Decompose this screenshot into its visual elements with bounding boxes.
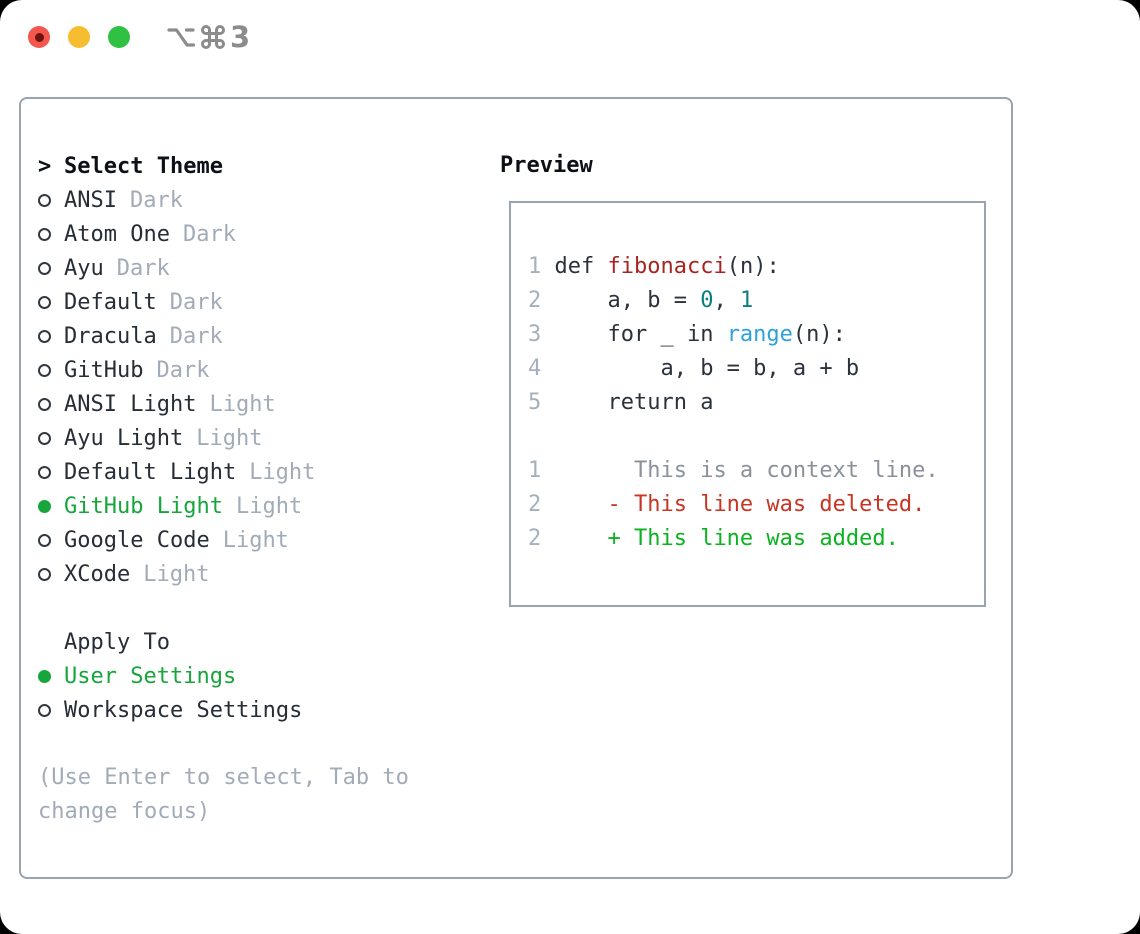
theme-option-default[interactable]: Default Dark — [38, 285, 483, 319]
theme-label: XCode — [64, 561, 131, 587]
hint-line: change focus) — [38, 799, 211, 824]
preview-pane: 1 def fibonacci(n): 2 a, b = 0, 1 3 for _ … — [509, 201, 986, 607]
theme-option-atom-one[interactable]: Atom One Dark — [38, 217, 483, 251]
radio-icon — [38, 295, 51, 309]
theme-label: ANSI — [64, 187, 117, 213]
radio-icon — [38, 567, 51, 581]
apply-option-label: User Settings — [64, 663, 237, 689]
code-line: 2 + This line was added. — [528, 526, 899, 551]
command-key-icon — [199, 23, 227, 51]
theme-variant-tag: Light — [196, 425, 263, 451]
option-key-icon — [166, 23, 196, 51]
radio-icon — [38, 329, 51, 343]
close-button[interactable] — [28, 26, 50, 48]
window-title: 3 — [166, 20, 250, 54]
theme-option-ayu-light[interactable]: Ayu Light Light — [38, 421, 483, 455]
theme-label: Google Code — [64, 527, 210, 553]
theme-variant-tag: Light — [222, 527, 289, 553]
radio-icon — [38, 703, 51, 717]
theme-label: Default — [64, 289, 157, 315]
window-titlebar: 3 — [0, 0, 1140, 75]
theme-variant-tag: Dark — [129, 187, 183, 213]
close-dot-icon — [34, 32, 44, 42]
theme-option-xcode[interactable]: XCode Light — [38, 557, 483, 591]
code-line: 2 a, b = 0, 1 — [528, 288, 754, 313]
radio-icon — [38, 397, 51, 411]
theme-option-ansi[interactable]: ANSI Dark — [38, 183, 483, 217]
spacer — [38, 591, 483, 625]
apply-to-header: Apply To — [38, 625, 483, 659]
code-line: 1 def fibonacci(n): — [528, 254, 780, 279]
radio-icon — [38, 193, 51, 207]
apply-option-workspace-settings[interactable]: Workspace Settings — [38, 693, 483, 727]
minimize-button[interactable] — [68, 26, 90, 48]
focus-cursor: > — [38, 153, 52, 179]
keyboard-hint: (Use Enter to select, Tab to change focu… — [38, 761, 483, 829]
theme-option-github[interactable]: GitHub Dark — [38, 353, 483, 387]
theme-variant-tag: Light — [249, 459, 316, 485]
theme-label: Default Light — [64, 459, 237, 485]
theme-label: Dracula — [64, 323, 157, 349]
preview-title: Preview — [500, 153, 593, 178]
code-line: 5 return a — [528, 390, 714, 415]
theme-variant-tag: Light — [143, 561, 210, 587]
theme-variant-tag: Dark — [169, 289, 223, 315]
maximize-button[interactable] — [108, 26, 130, 48]
theme-label: ANSI Light — [64, 391, 197, 417]
panel-title: Select Theme — [64, 153, 223, 179]
radio-selected-icon — [38, 499, 51, 513]
code-line: 2 - This line was deleted. — [528, 492, 926, 517]
theme-variant-tag: Light — [209, 391, 276, 417]
radio-icon — [38, 363, 51, 377]
radio-icon — [38, 431, 51, 445]
theme-option-default-light[interactable]: Default Light Light — [38, 455, 483, 489]
theme-variant-tag: Light — [235, 493, 303, 519]
theme-label: Ayu Light — [64, 425, 184, 451]
code-line: 1 This is a context line. — [528, 458, 939, 483]
code-line: 3 for _ in range(n): — [528, 322, 846, 347]
theme-option-github-light[interactable]: GitHub Light Light — [38, 489, 483, 523]
spacer — [38, 727, 483, 761]
radio-icon — [38, 465, 51, 479]
apply-option-label: Workspace Settings — [64, 697, 303, 723]
theme-variant-tag: Dark — [182, 221, 236, 247]
theme-option-google-code[interactable]: Google Code Light — [38, 523, 483, 557]
theme-option-ansi-light[interactable]: ANSI Light Light — [38, 387, 483, 421]
apply-to-title: Apply To — [64, 629, 170, 655]
radio-icon — [38, 227, 51, 241]
code-line: 4 a, b = b, a + b — [528, 356, 860, 381]
theme-option-dracula[interactable]: Dracula Dark — [38, 319, 483, 353]
radio-icon — [38, 261, 51, 275]
traffic-lights — [28, 26, 130, 48]
code-line — [528, 420, 984, 454]
hint-line: (Use Enter to select, Tab to — [38, 765, 409, 790]
radio-selected-icon — [38, 669, 51, 683]
theme-variant-tag: Dark — [169, 323, 223, 349]
radio-icon — [38, 533, 51, 547]
theme-label: Ayu — [64, 255, 104, 281]
theme-label: Atom One — [64, 221, 170, 247]
theme-label: GitHub Light — [64, 493, 223, 519]
theme-label: GitHub — [64, 357, 144, 383]
theme-option-ayu[interactable]: Ayu Dark — [38, 251, 483, 285]
select-theme-header: > Select Theme — [38, 149, 483, 183]
theme-variant-tag: Dark — [116, 255, 170, 281]
apply-option-user-settings[interactable]: User Settings — [38, 659, 483, 693]
code-preview: 1 def fibonacci(n): 2 a, b = 0, 1 3 for _ … — [511, 203, 984, 556]
window-title-digit: 3 — [230, 20, 251, 54]
theme-variant-tag: Dark — [156, 357, 210, 383]
